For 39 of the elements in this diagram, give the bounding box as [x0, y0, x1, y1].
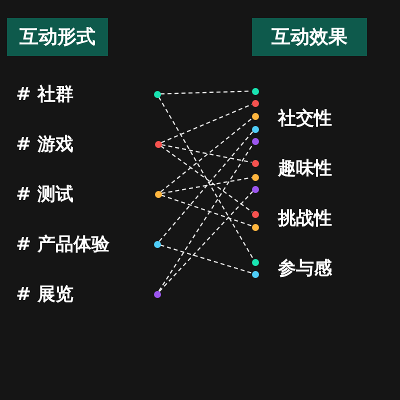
form-label: # 测试 [16, 186, 74, 204]
connector-line [161, 177, 252, 194]
connector-line [158, 144, 254, 292]
form-label: # 游戏 [16, 136, 74, 154]
form-label: # 产品体验 [16, 236, 110, 254]
connector-line [160, 146, 253, 212]
connector-line [161, 194, 252, 226]
dot [154, 140, 162, 148]
dot [252, 258, 258, 266]
connector-line [158, 191, 254, 292]
connector-line [158, 96, 254, 260]
dot [252, 88, 258, 94]
dot [154, 240, 160, 248]
dot [252, 100, 258, 106]
connector-line [160, 244, 252, 274]
header-box: 互动效果 [252, 18, 367, 56]
form-label: # 社群 [16, 86, 74, 104]
dot [252, 174, 258, 180]
header-box: 互动形式 [7, 18, 108, 56]
dot [252, 112, 258, 120]
connector-line [160, 118, 253, 192]
effect-label: 挑战性 [278, 210, 332, 228]
dot [252, 270, 258, 278]
effect-label: 参与感 [278, 260, 332, 278]
dot [252, 160, 258, 166]
dot [154, 190, 162, 198]
form-label: # 展览 [16, 286, 74, 304]
dot [252, 224, 258, 230]
dot [252, 210, 258, 218]
dot [154, 290, 160, 298]
dot [154, 90, 160, 98]
connector-line [158, 131, 254, 242]
connector-line [161, 104, 252, 144]
dot [252, 126, 258, 132]
dot [252, 138, 258, 144]
dot [252, 186, 258, 192]
effect-label: 趣味性 [278, 160, 332, 178]
effect-label: 社交性 [278, 110, 332, 128]
connector-line [161, 144, 252, 163]
